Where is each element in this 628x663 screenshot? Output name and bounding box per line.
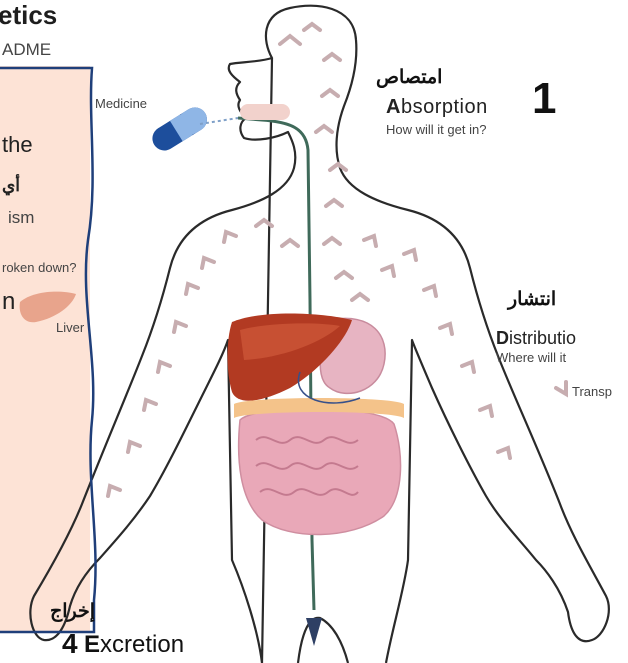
distribution-label-rest: istributio [509,328,576,348]
excretion-arabic-label: إخراج [50,600,95,623]
absorption-step-number: 1 [532,74,556,124]
side-panel-text-n: n [2,288,15,316]
excretion-label-rest: xcretion [100,631,184,658]
medicine-label: Medicine [95,96,147,111]
page-subtitle: ADME [2,40,51,60]
excretion-initial: E [84,631,100,658]
page-title: etics [0,0,57,31]
transport-legend-icon [556,382,566,394]
throat-tissue [240,104,290,120]
liver-label: Liver [56,320,84,335]
absorption-initial: A [386,96,401,118]
side-panel-arabic-fragment: أي [2,176,20,196]
capsule-icon [148,103,212,155]
transport-legend-label: Transp [572,384,612,399]
excretion-arrow [306,618,322,646]
side-panel-text-the: the [2,132,33,158]
distribution-question: Where will it [496,350,566,365]
distribution-initial: D [496,328,509,348]
absorption-label: Absorption [386,96,488,119]
excretion-label: Excretion [84,631,184,659]
metabolism-question-fragment: roken down? [2,260,76,275]
excretion-step-number: 4 [62,628,78,660]
absorption-label-rest: bsorption [401,96,488,118]
distribution-arabic-label: انتشار [508,288,556,311]
small-intestine [239,408,401,534]
absorption-question: How will it get in? [386,122,486,137]
metabolism-label-fragment: ism [8,208,34,228]
absorption-arabic-label: امتصاص [376,66,442,89]
distribution-label: Distributio [496,328,576,349]
